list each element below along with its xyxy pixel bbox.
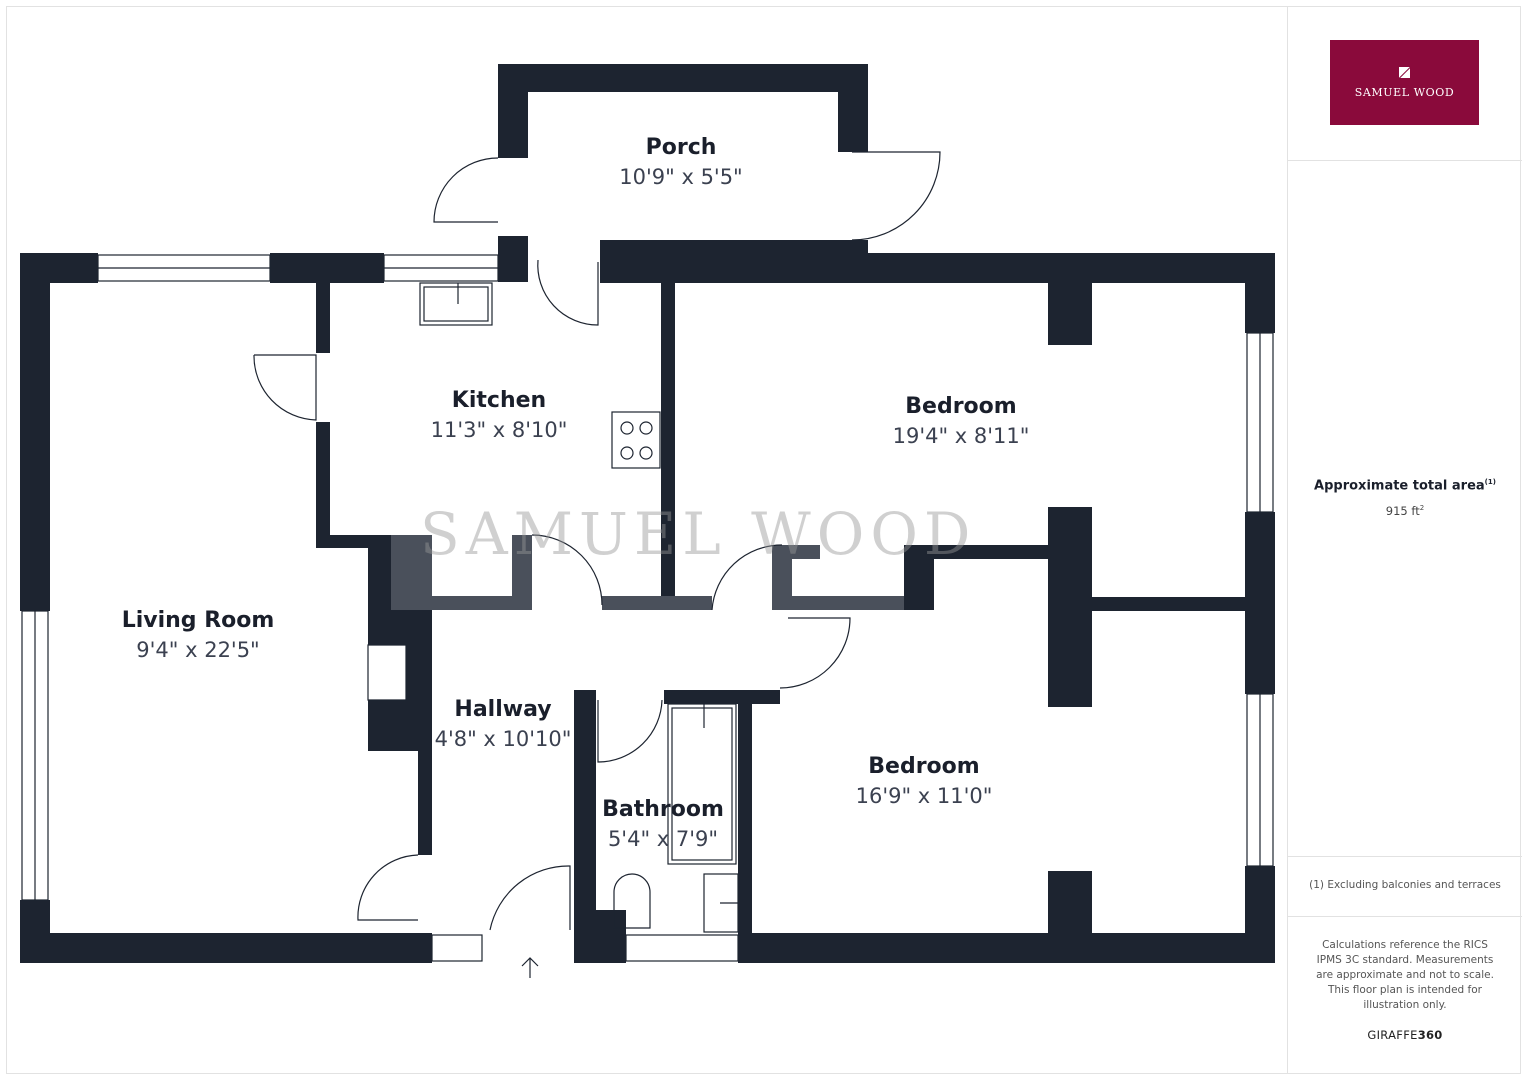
room-label-bedroom-1: Bedroom 19'4" x 8'11" — [893, 393, 1030, 451]
room-name: Kitchen — [451, 388, 547, 413]
giraffe360-brand: GIRAFFE360 — [1288, 1028, 1522, 1042]
brand-prefix: GIRAFFE — [1367, 1028, 1418, 1042]
area-title: Approximate total area(1) — [1288, 478, 1522, 493]
footnote-section — [1288, 856, 1522, 917]
floor-plan: SAMUEL WOOD Porch 10'9" x 5'5" Kitchen 1… — [20, 64, 1275, 978]
room-label-porch: Porch 10'9" x 5'5" — [619, 134, 742, 192]
room-name: Bathroom — [602, 797, 724, 822]
disclaimer: Calculations reference the RICS IPMS 3C … — [1316, 939, 1494, 1011]
logo-section: SAMUEL WOOD — [1288, 6, 1522, 161]
room-name: Living Room — [121, 608, 275, 633]
room-dimensions: 16'9" x 11'0" — [855, 784, 993, 808]
room-dimensions: 11'3" x 8'10" — [430, 418, 568, 442]
area-value-text: 915 ft — [1385, 504, 1420, 518]
footnote-mark: (1) — [1484, 478, 1496, 486]
room-name: Hallway — [454, 697, 552, 722]
page-frame — [6, 6, 1521, 1074]
room-name: Bedroom — [905, 394, 1017, 419]
area-unit-sup: 2 — [1419, 504, 1425, 513]
room-name: Bedroom — [868, 754, 980, 779]
brand-suffix: 360 — [1417, 1028, 1443, 1042]
room-dimensions: 5'4" x 7'9" — [607, 827, 719, 851]
logo-mark-icon — [1399, 66, 1410, 78]
room-label-hallway: Hallway 4'8" x 10'10" — [435, 696, 572, 754]
area-value: 915 ft2 — [1288, 504, 1522, 518]
room-dimensions: 19'4" x 8'11" — [892, 424, 1030, 448]
room-dimensions: 4'8" x 10'10" — [434, 727, 572, 751]
area-section — [1288, 160, 1522, 857]
logo-text: SAMUEL WOOD — [1354, 85, 1455, 99]
room-dimensions: 9'4" x 22'5" — [136, 638, 260, 662]
area-title-text: Approximate total area — [1314, 478, 1485, 494]
room-label-kitchen: Kitchen 11'3" x 8'10" — [431, 387, 568, 445]
brand-logo: SAMUEL WOOD — [1330, 40, 1479, 125]
room-dimensions: 10'9" x 5'5" — [619, 165, 743, 189]
info-sidebar: SAMUEL WOOD Approximate total area(1) 91… — [1287, 6, 1522, 1074]
room-label-bathroom: Bathroom 5'4" x 7'9" — [602, 796, 724, 854]
room-label-living-room: Living Room 9'4" x 22'5" — [122, 607, 275, 665]
footnote: (1) Excluding balconies and terraces — [1309, 879, 1501, 891]
room-label-bedroom-2: Bedroom 16'9" x 11'0" — [856, 753, 993, 811]
floor-plan-drawing — [20, 64, 1275, 978]
room-name: Porch — [645, 135, 717, 160]
